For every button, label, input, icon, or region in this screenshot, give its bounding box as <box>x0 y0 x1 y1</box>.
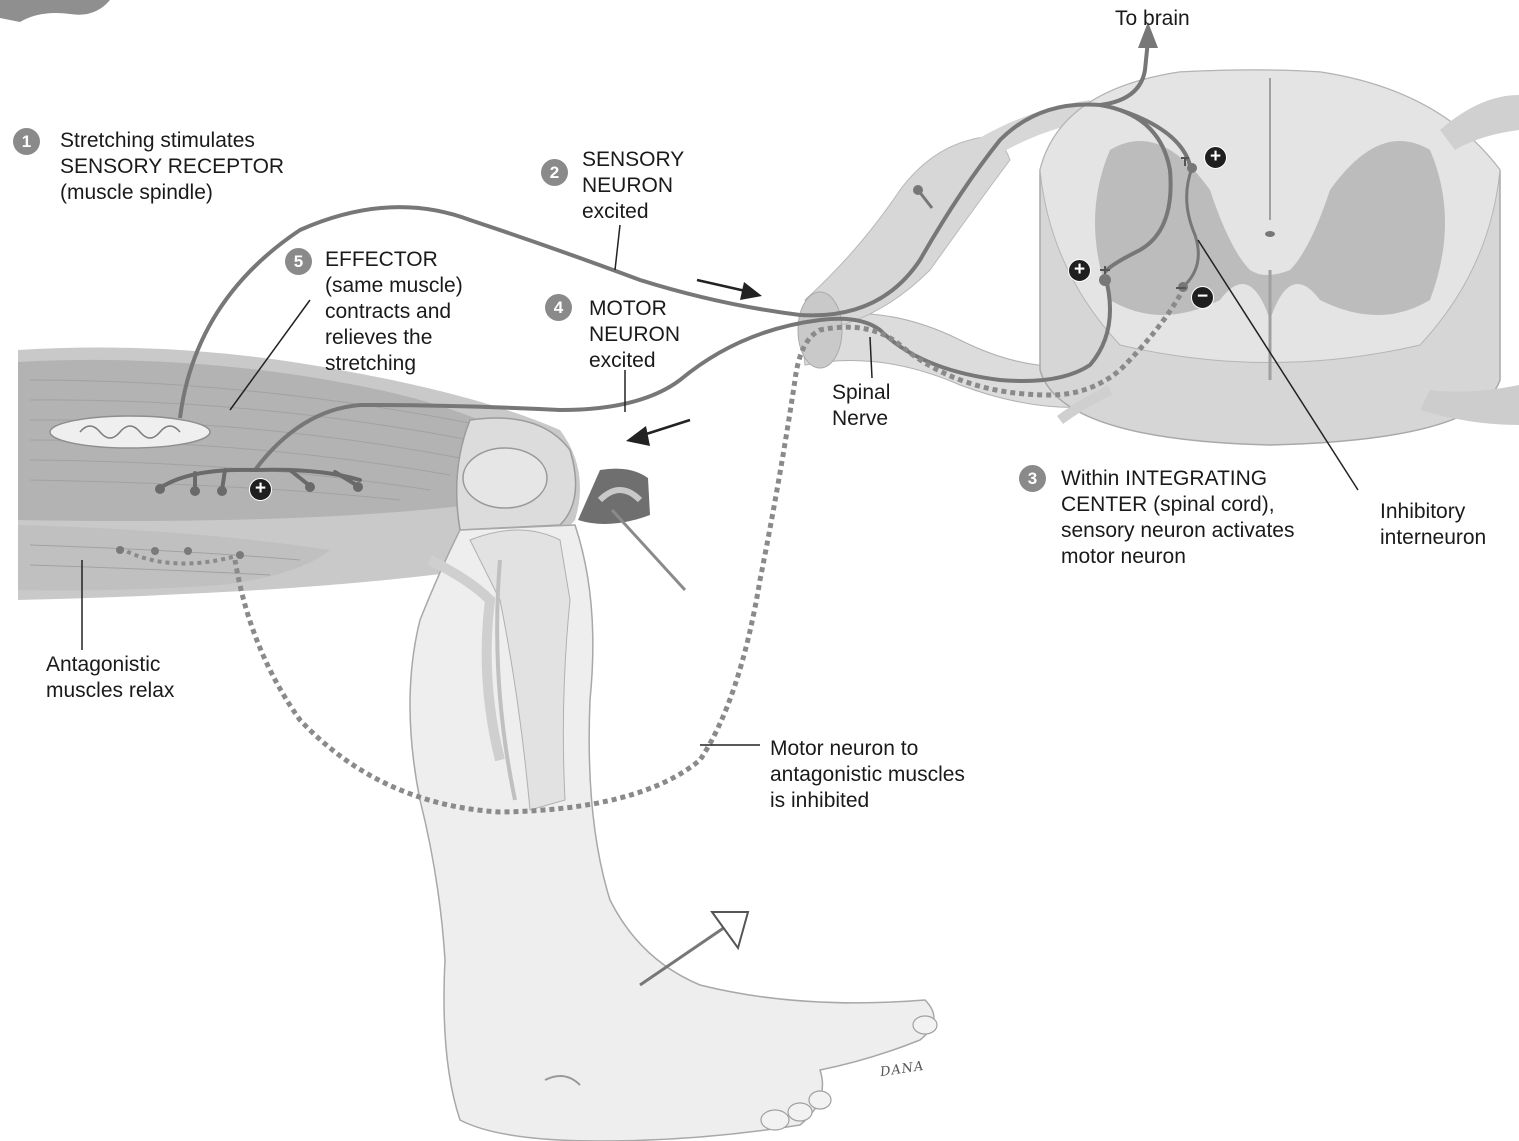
step-5-label: EFFECTOR (same muscle) contracts and rel… <box>325 247 463 377</box>
motor-inhibited-line-1: Motor neuron to <box>770 736 965 762</box>
muscle-spindle <box>50 416 210 448</box>
step-2-badge: 2 <box>541 159 568 186</box>
spinal-nerve-label: Spinal Nerve <box>832 380 890 432</box>
spinal-cord <box>1040 70 1519 445</box>
step-5-line-3: contracts and <box>325 299 463 325</box>
step-1-badge: 1 <box>13 128 40 155</box>
step-1-line-3: (muscle spindle) <box>60 180 284 206</box>
reflex-hammer-handle <box>612 510 685 590</box>
step-2-line-3: excited <box>582 199 684 225</box>
step-5-line-2: (same muscle) <box>325 273 463 299</box>
motor-inhibited-line-2: antagonistic muscles <box>770 762 965 788</box>
step-5-line-1: EFFECTOR <box>325 247 463 273</box>
step-4-label: MOTOR NEURON excited <box>589 296 680 374</box>
to-brain-label: To brain <box>1115 6 1190 32</box>
inhibitory-interneuron-line-2: interneuron <box>1380 525 1486 551</box>
step-2-line-1: SENSORY <box>582 147 684 173</box>
motor-inhibited-line-3: is inhibited <box>770 788 965 814</box>
kick-arrow <box>640 912 748 985</box>
step-3-line-1: Within INTEGRATING <box>1061 466 1294 492</box>
step-2-label: SENSORY NEURON excited <box>582 147 684 225</box>
step-3-label: Within INTEGRATING CENTER (spinal cord),… <box>1061 466 1294 570</box>
excitatory-synapse-sign-motor: + <box>1068 259 1091 282</box>
spinal-nerve-line-2: Nerve <box>832 406 890 432</box>
step-3-badge: 3 <box>1019 465 1046 492</box>
motor-inhibited-label: Motor neuron to antagonistic muscles is … <box>770 736 965 814</box>
excitatory-sign-effector: + <box>249 478 272 501</box>
corner-fragment <box>0 0 110 22</box>
inhibitory-synapse-sign: − <box>1191 286 1214 309</box>
excitatory-synapse-sign-interneuron: + <box>1204 146 1227 169</box>
step-4-line-2: NEURON <box>589 322 680 348</box>
direction-arrow-efferent <box>626 420 690 446</box>
patella <box>463 448 547 508</box>
step-4-badge: 4 <box>545 294 572 321</box>
inhibitory-interneuron-label: Inhibitory interneuron <box>1380 499 1486 551</box>
antagonistic-relax-line-2: muscles relax <box>46 678 174 704</box>
inhibitory-interneuron-line-1: Inhibitory <box>1380 499 1486 525</box>
step-3-line-2: CENTER (spinal cord), <box>1061 492 1294 518</box>
step-1-line-2: SENSORY RECEPTOR <box>60 154 284 180</box>
antagonistic-relax-line-1: Antagonistic <box>46 652 174 678</box>
step-1-line-1: Stretching stimulates <box>60 128 284 154</box>
antagonistic-relax-label: Antagonistic muscles relax <box>46 652 174 704</box>
step-5-line-4: relieves the <box>325 325 463 351</box>
spinal-nerve-line-1: Spinal <box>832 380 890 406</box>
step-1-label: Stretching stimulates SENSORY RECEPTOR (… <box>60 128 284 206</box>
step-4-line-3: excited <box>589 348 680 374</box>
step-4-line-1: MOTOR <box>589 296 680 322</box>
step-5-line-5: stretching <box>325 351 463 377</box>
step-5-badge: 5 <box>285 248 312 275</box>
step-2-line-2: NEURON <box>582 173 684 199</box>
step-3-line-4: motor neuron <box>1061 544 1294 570</box>
step-3-line-3: sensory neuron activates <box>1061 518 1294 544</box>
